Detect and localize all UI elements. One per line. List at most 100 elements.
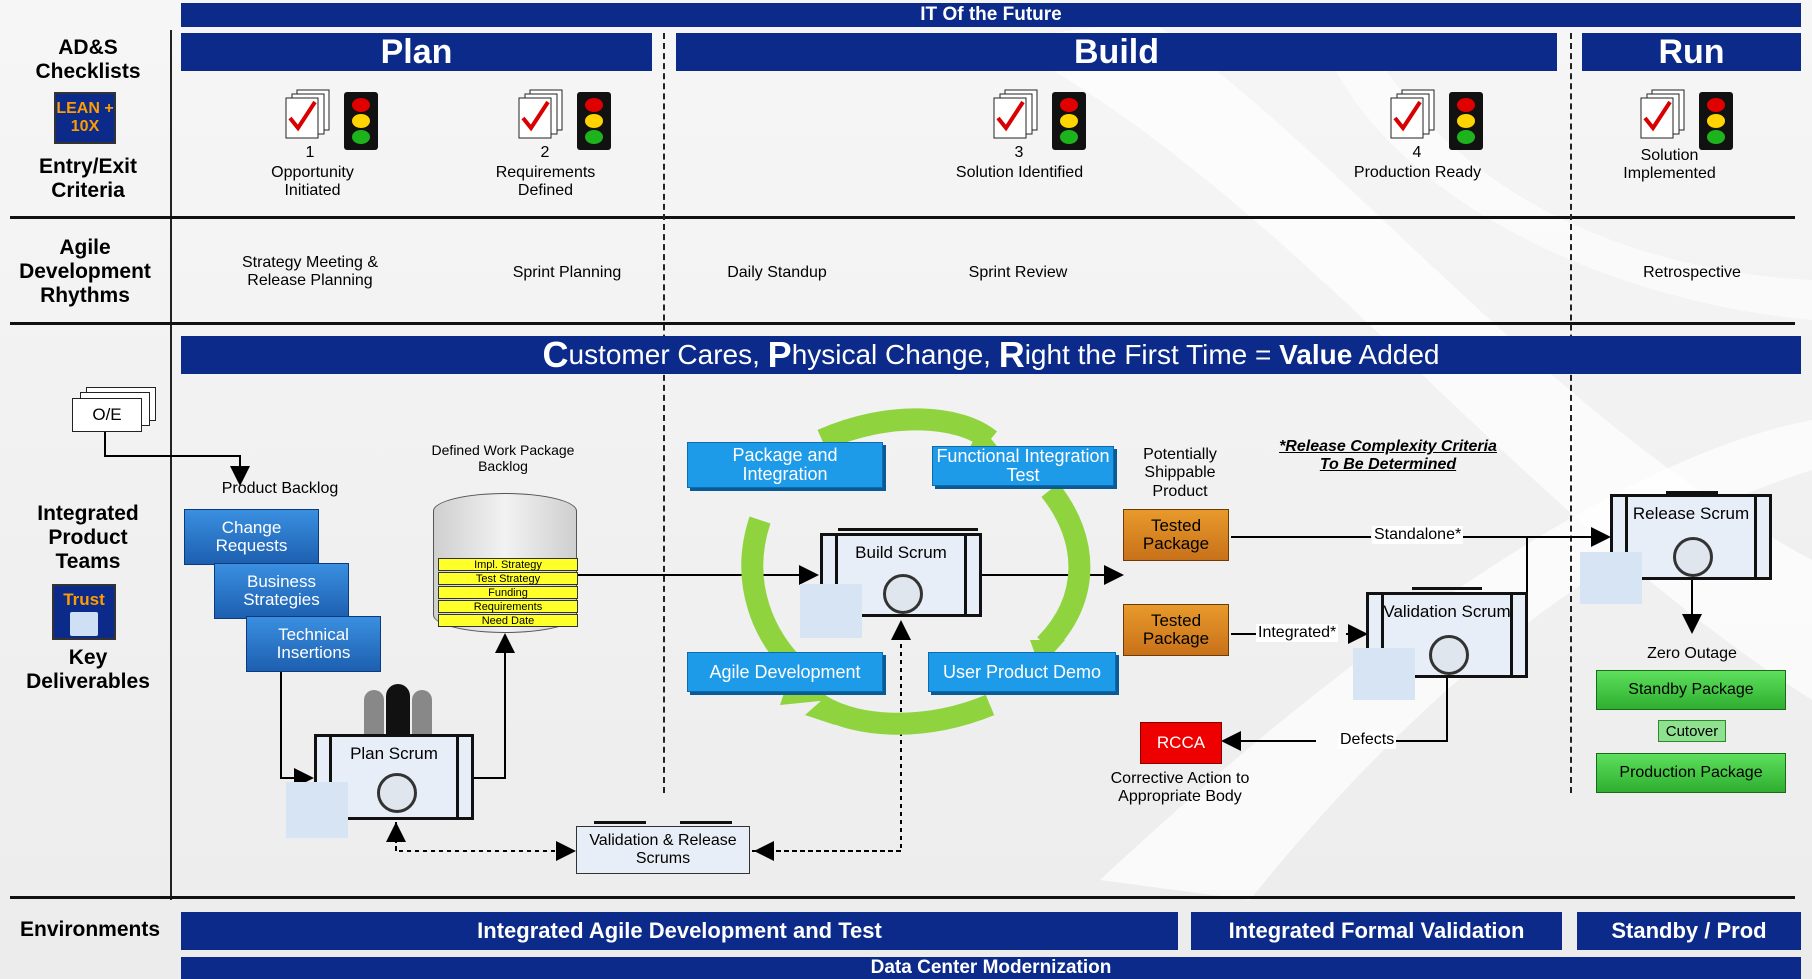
traffic-light-icon — [577, 92, 611, 150]
gate-number: 4 — [1412, 144, 1422, 161]
rhythm-retrospective: Retrospective — [1643, 264, 1741, 281]
bottom-banner: Data Center Modernization — [181, 957, 1801, 979]
gate-label: Production Ready — [1353, 164, 1482, 181]
value-word: Value — [1279, 339, 1353, 370]
top-banner: IT Of the Future — [181, 3, 1801, 27]
gate-label: Solution Implemented — [1623, 147, 1716, 183]
rhythm-sprint-review: Sprint Review — [968, 264, 1068, 281]
checklist-icon — [1390, 89, 1435, 139]
key-deliverables-label: Key Deliverables — [26, 646, 150, 694]
db-item-requirements: Requirements — [438, 600, 578, 613]
trust-badge: Trust — [52, 584, 116, 640]
gate-number: 2 — [540, 144, 550, 161]
traffic-light-icon — [1052, 92, 1086, 150]
cycle-user-product-demo: User Product Demo — [928, 652, 1116, 692]
traffic-light-icon — [1699, 92, 1733, 150]
divider-1 — [10, 216, 1795, 219]
db-item-need-date: Need Date — [438, 614, 578, 627]
agile-rhythms-label: Agile Development Rhythms — [19, 236, 151, 308]
worker-icon — [594, 778, 646, 824]
checklist-icon — [518, 89, 563, 139]
backlog-technical-insertions: Technical Insertions — [246, 616, 381, 672]
environments-label: Environments — [19, 918, 161, 941]
standby-package: Standby Package — [1596, 670, 1786, 710]
env-standby-prod: Standby / Prod — [1577, 912, 1801, 950]
entry-exit-label: Entry/Exit Criteria — [38, 155, 138, 203]
build-scrum-box: Build Scrum — [820, 533, 982, 617]
handshake-icon — [800, 584, 862, 638]
db-item-funding: Funding — [438, 586, 578, 599]
worker-icon — [680, 778, 732, 824]
traffic-light-icon — [1449, 92, 1483, 150]
handshake-icon — [70, 612, 98, 636]
cycle-icon — [883, 574, 923, 614]
potentially-shippable-label: Potentially Shippable Product — [1143, 446, 1217, 500]
env-integrated-agile: Integrated Agile Development and Test — [181, 912, 1178, 950]
worker-icon — [1412, 544, 1482, 590]
db-item-test-strategy: Test Strategy — [438, 572, 578, 585]
cycle-icon — [1673, 537, 1713, 577]
validation-release-scrums: Validation & Release Scrums — [576, 826, 750, 874]
validation-scrum-label: Validation Scrum — [1383, 602, 1511, 621]
checklists-label: AD&S Checklists — [35, 36, 141, 84]
tested-package-integrated: Tested Package — [1123, 604, 1229, 656]
checklist-icon — [285, 89, 330, 139]
oe-label: O/E — [72, 398, 142, 432]
worker-icon — [1666, 450, 1718, 494]
phase-divider-build-run — [1570, 33, 1572, 793]
handshake-icon — [1580, 552, 1642, 604]
cycle-agile-development: Agile Development — [687, 652, 883, 692]
build-scrum-label: Build Scrum — [855, 543, 947, 562]
zero-outage-label: Zero Outage — [1647, 645, 1737, 662]
env-formal-validation: Integrated Formal Validation — [1191, 912, 1562, 950]
trust-badge-label: Trust — [63, 590, 105, 609]
cycle-functional-integration-test: Functional Integration Test — [932, 446, 1114, 486]
handshake-icon — [286, 782, 348, 838]
gate-number: 3 — [1014, 144, 1024, 161]
defined-work-label: Defined Work Package Backlog — [431, 442, 575, 475]
corrective-action-label: Corrective Action to Appropriate Body — [1110, 770, 1250, 806]
value-letter-r: R — [998, 334, 1025, 375]
cycle-icon — [377, 773, 417, 813]
phase-divider-plan-build — [663, 33, 665, 793]
standalone-label: Standalone* — [1372, 526, 1464, 544]
value-text-c: ustomer Cares, — [568, 339, 768, 370]
phase-plan: Plan — [181, 33, 652, 71]
phase-run: Run — [1582, 33, 1801, 71]
phase-build: Build — [676, 33, 1557, 71]
integrated-label: Integrated* — [1256, 624, 1339, 642]
backlog-change-requests: Change Requests — [184, 509, 319, 565]
left-column-divider — [170, 30, 172, 900]
rhythm-sprint-planning: Sprint Planning — [512, 264, 622, 281]
handshake-icon — [1353, 648, 1415, 700]
rcca-box: RCCA — [1140, 722, 1222, 764]
value-letter-p: P — [767, 334, 792, 375]
value-text-r: ight the First Time = — [1024, 339, 1280, 370]
checklist-icon — [1640, 89, 1685, 139]
product-backlog-label: Product Backlog — [221, 480, 339, 497]
traffic-light-icon — [344, 92, 378, 150]
gate-label: Solution Identified — [955, 164, 1084, 181]
cutover-label: Cutover — [1658, 720, 1726, 742]
build-team-icon — [838, 495, 978, 531]
divider-3 — [10, 896, 1795, 899]
release-complexity-note: *Release Complexity Criteria To Be Deter… — [1279, 438, 1497, 474]
defects-label: Defects — [1338, 731, 1397, 749]
rhythm-daily-standup: Daily Standup — [727, 264, 827, 281]
gate-label: Opportunity Initiated — [271, 164, 354, 200]
db-item-impl-strategy: Impl. Strategy — [438, 558, 578, 571]
value-added: Added — [1352, 339, 1440, 370]
cycle-icon — [1429, 635, 1469, 675]
value-text-p: hysical Change, — [791, 339, 999, 370]
plan-scrum-label: Plan Scrum — [350, 744, 438, 763]
gate-label: Requirements Defined — [495, 164, 596, 200]
production-package: Production Package — [1596, 753, 1786, 793]
divider-2 — [10, 322, 1795, 325]
lean-badge: LEAN + 10X — [54, 92, 116, 144]
rhythm-strategy-meeting: Strategy Meeting & Release Planning — [241, 254, 379, 290]
tested-package-standalone: Tested Package — [1123, 509, 1229, 561]
team-people-icon — [360, 682, 436, 738]
gate-number: 1 — [305, 144, 315, 161]
backlog-business-strategies: Business Strategies — [214, 563, 349, 619]
